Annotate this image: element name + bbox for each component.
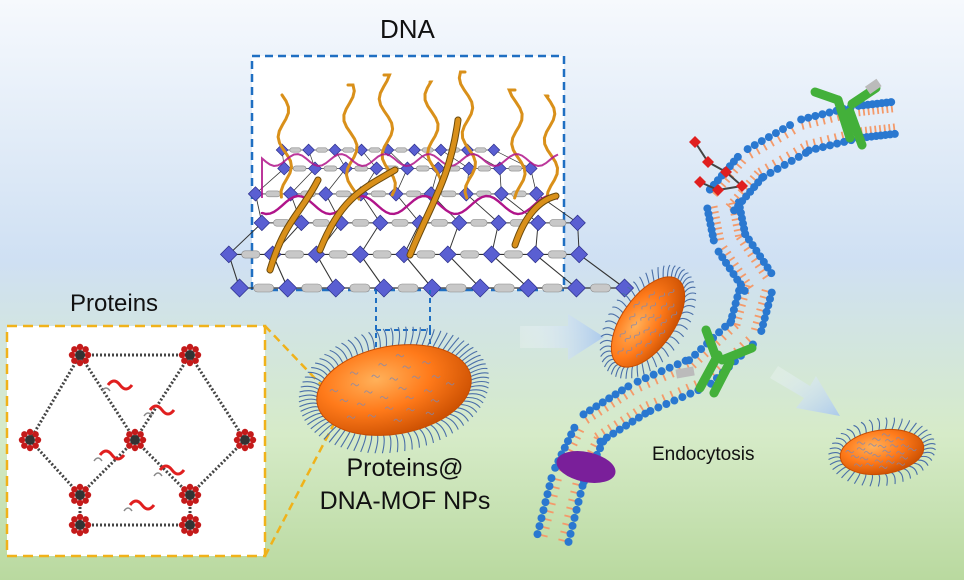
membrane-channel <box>556 451 616 483</box>
receptor-bottom <box>675 325 757 398</box>
protein-inset <box>5 324 338 558</box>
dna-inset <box>219 54 635 298</box>
nanoparticle-entering <box>599 264 697 379</box>
nanoparticle-main <box>298 326 490 454</box>
dna-label: DNA <box>380 14 435 44</box>
protein-framework <box>18 343 257 537</box>
release-arrow <box>770 366 840 416</box>
uptake-arrow <box>520 314 604 360</box>
endocytosis-label: Endocytosis <box>652 444 755 465</box>
nanoparticle-label-line1: Proteins@ <box>346 454 464 482</box>
nanoparticle-label-line2: DNA-MOF NPs <box>319 487 491 515</box>
mof-lattice <box>219 143 635 298</box>
ligand-molecule <box>689 136 748 196</box>
receptor-top <box>810 78 882 150</box>
dna-strands <box>260 70 560 274</box>
nanoparticle-released <box>828 417 936 487</box>
protein-zoom-line-top <box>264 325 329 393</box>
proteins-label: Proteins <box>70 290 159 317</box>
nanoparticle-label: Proteins@ DNA-MOF NPs <box>300 452 510 518</box>
